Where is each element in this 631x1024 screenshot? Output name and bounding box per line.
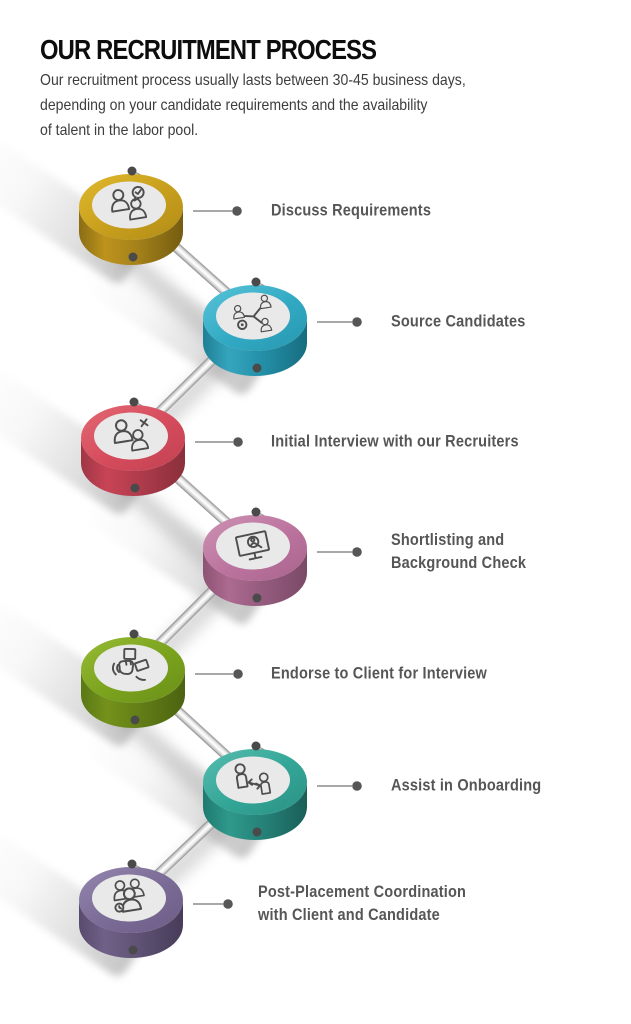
step-label-5: Endorse to Client for Interview xyxy=(271,664,488,683)
handover-icon xyxy=(111,647,150,681)
step-disc-3 xyxy=(81,397,185,496)
bottom-pin xyxy=(128,945,138,955)
top-pin xyxy=(251,741,261,751)
bottom-pin xyxy=(130,483,140,493)
top-pin xyxy=(129,397,139,407)
bottom-pin xyxy=(252,593,262,603)
bottom-pin xyxy=(252,827,262,837)
leader-dot xyxy=(223,899,233,909)
step-disc-6 xyxy=(203,741,307,840)
step-label-7: Post-Placement Coordination with Client … xyxy=(258,883,467,924)
screening-icon xyxy=(235,530,270,561)
step-label-2: Source Candidates xyxy=(391,312,526,331)
leader-dot xyxy=(352,781,362,791)
discussion-icon xyxy=(108,185,148,221)
step-label-3: Initial Interview with our Recruiters xyxy=(271,432,519,451)
step-disc-5 xyxy=(81,629,185,728)
step-disc-2 xyxy=(203,277,307,376)
top-pin xyxy=(127,166,137,176)
step-disc-4 xyxy=(203,507,307,606)
step-disc-7 xyxy=(79,859,183,958)
network-icon xyxy=(231,293,273,333)
leader-dot xyxy=(352,547,362,557)
bottom-pin xyxy=(252,363,262,373)
interview-icon xyxy=(110,417,150,452)
onboarding-icon xyxy=(233,762,272,795)
top-pin xyxy=(251,277,261,287)
leader-dot xyxy=(233,437,243,447)
step-label-4: Shortlisting and Background Check xyxy=(391,531,527,572)
top-pin xyxy=(251,507,261,517)
bottom-pin xyxy=(128,252,138,262)
group-icon xyxy=(110,877,145,913)
step-label-6: Assist in Onboarding xyxy=(391,776,542,795)
leader-dot xyxy=(233,669,243,679)
page-title: OUR RECRUITMENT PROCESS xyxy=(40,34,377,65)
leader-dot xyxy=(352,317,362,327)
bottom-pin xyxy=(130,715,140,725)
step-disc-1 xyxy=(79,166,183,265)
top-pin xyxy=(127,859,137,869)
top-pin xyxy=(129,629,139,639)
leader-dot xyxy=(232,206,242,216)
page-subtitle: Our recruitment process usually lasts be… xyxy=(40,72,466,139)
step-label-1: Discuss Requirements xyxy=(271,201,432,220)
